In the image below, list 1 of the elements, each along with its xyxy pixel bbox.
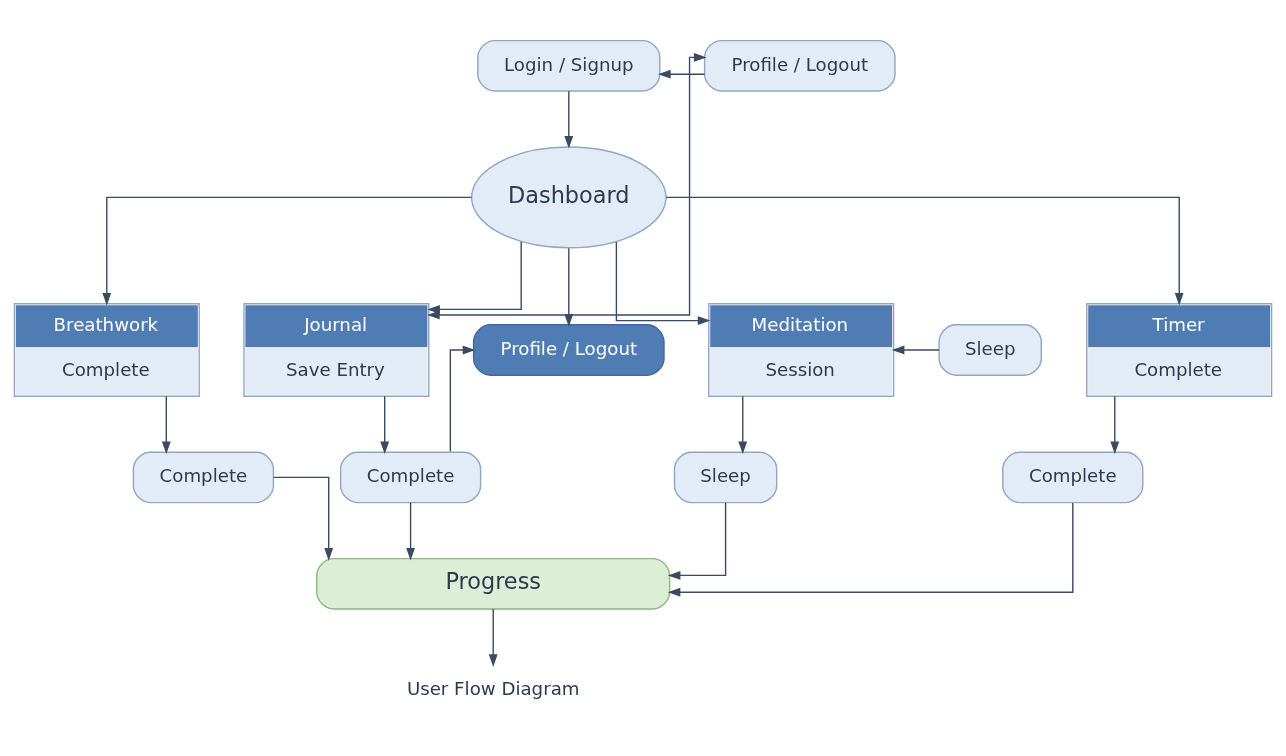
node-text: User Flow Diagram <box>406 677 580 699</box>
